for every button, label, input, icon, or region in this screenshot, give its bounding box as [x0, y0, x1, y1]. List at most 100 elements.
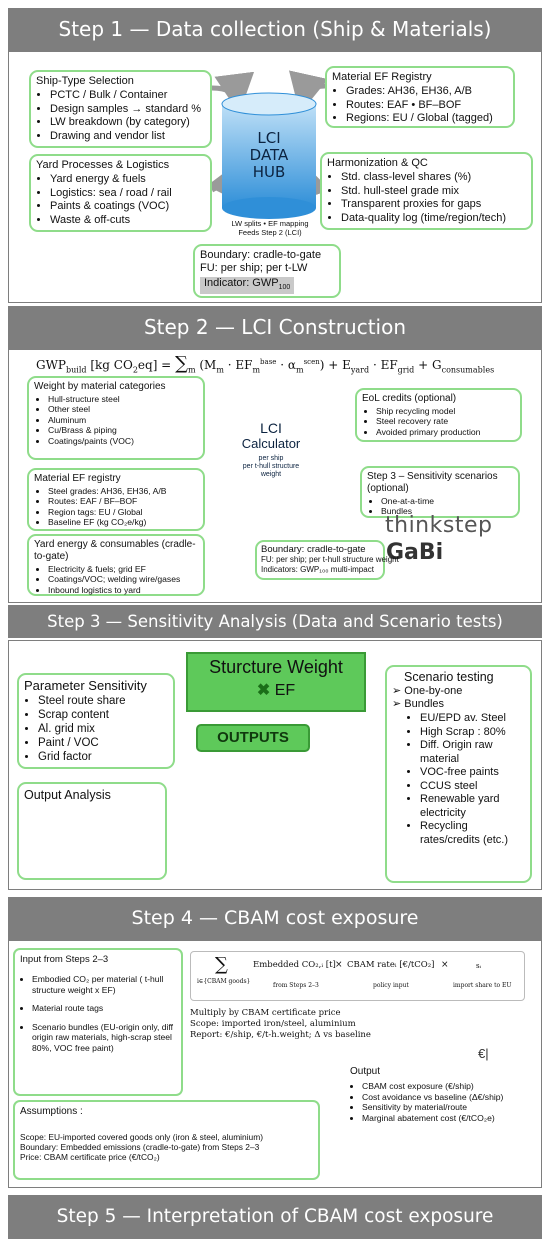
assumptions-line: Boundary: Embedded emissions (cradle-to-…: [20, 1142, 260, 1153]
hub-line3: HUB: [252, 163, 286, 181]
input-title: Input from Steps 2–3: [20, 954, 109, 965]
yard-processes-item: Paints & coatings (VOC): [50, 200, 205, 214]
formula-rest2: · EF: [372, 358, 398, 372]
output-title: Output: [350, 1066, 381, 1077]
yard2-item: Electricity & fuels; grid EF: [48, 564, 198, 574]
formula-rest-sub: yard: [350, 365, 370, 375]
cbam-term1: Embedded CO₂,ᵢ [t]: [253, 960, 336, 970]
scenario-item: Diff. Origin raw material: [420, 739, 525, 766]
formula-lhs-sub: build: [66, 365, 87, 375]
step4-header: Step 4 — CBAM cost exposure: [8, 897, 542, 940]
assumptions-title: Assumptions :: [20, 1106, 83, 1117]
yard2-item: Inbound logistics to yard: [48, 585, 198, 595]
cbam-sum-icon: ∑: [215, 954, 228, 975]
cbam-term1-sub: from Steps 2–3: [273, 982, 319, 989]
formula-term: M: [204, 358, 217, 372]
ef2-item: Baseline EF (kg CO₂e/kg): [48, 517, 198, 527]
cbam-term2: CBAM rateᵢ [€/tCO₂]: [347, 960, 435, 970]
lci-calculator: LCI Calculator per ship per t-hull struc…: [232, 420, 310, 479]
ef-registry-item: Grades: AH36, EH36, A/B: [346, 85, 508, 99]
output-item: Sensitivity by material/route: [362, 1102, 510, 1113]
harmonization-item: Data-quality log (time/region/tech): [341, 212, 526, 226]
output-section: Output CBAM cost exposure (€/ship) Cost …: [350, 1065, 510, 1123]
output-item: CBAM cost exposure (€/ship): [362, 1081, 510, 1092]
formula-alpha-sup: scen: [303, 358, 320, 366]
scenario-item: Renewable yard electricity: [420, 793, 525, 820]
weight-title: Weight by material categories: [34, 381, 166, 392]
ship-type-title: Ship-Type Selection: [36, 75, 134, 87]
struct-line2-wrap: ✖ EF: [188, 680, 364, 702]
formula-units-sub: 2: [132, 365, 138, 375]
param-item: Grid factor: [38, 750, 168, 764]
calc-sub3: weight: [260, 471, 282, 478]
ship-type-item: PCTC / Bulk / Container: [50, 89, 205, 103]
formula-sum-sub: m: [187, 365, 196, 375]
s2-boundary-line3: Indicators: GWP₁₀₀ multi-impact: [261, 564, 374, 574]
assumptions-line: Price: CBAM certificate price (€/tCO₂): [20, 1152, 160, 1163]
s2-boundary-line1: Boundary: cradle-to-gate: [261, 544, 366, 555]
ef-registry-item: Regions: EU / Global (tagged): [346, 112, 508, 126]
ef2-item: Region tags: EU / Global: [48, 507, 198, 517]
ship-type-item: LW breakdown (by category): [50, 116, 205, 130]
sens-title: Step 3 – Sensitivity scenarios (optional…: [367, 471, 498, 494]
ef-registry-item: Routes: EAF • BF–BOF: [346, 99, 508, 113]
ship-type-item: Drawing and vendor list: [50, 130, 205, 144]
weight-item: Other steel: [48, 404, 198, 414]
material-ef-registry-box-2: Material EF registry Steel grades: AH36,…: [27, 468, 205, 531]
eol-title: EoL credits (optional): [362, 393, 457, 404]
scale-icon: €|: [478, 1046, 489, 1061]
struct-line1: Sturcture Weight: [209, 657, 343, 677]
calc-line2: Calculator: [241, 436, 301, 451]
calc-sub1: per ship: [258, 455, 284, 462]
formula-lhs: GWP: [36, 358, 66, 372]
yard-energy-box: Yard energy & consumables (cradle-to-gat…: [27, 534, 205, 596]
weight-item: Coatings/paints (VOC): [48, 436, 198, 446]
scenario-item: VOC-free paints: [420, 766, 525, 780]
fu-line: FU: per ship; per t-LW: [200, 262, 308, 274]
ef2-item: Routes: EAF / BF–BOF: [48, 496, 198, 506]
formula-rest3-sub: consumables: [441, 365, 495, 375]
cbam-times-2: ×: [441, 960, 449, 970]
scenario-item: EU/EPD av. Steel: [420, 712, 525, 726]
indicator-sub: 100: [278, 284, 291, 292]
harmonization-title: Harmonization & QC: [327, 157, 428, 169]
multiply-line3: Report: €/ship, €/t-h.weight; Δ vs basel…: [190, 1030, 371, 1040]
param-item: Paint / VOC: [38, 736, 168, 750]
cbam-sum-sub: i∈{CBAM goods}: [197, 978, 251, 985]
material-ef-registry-box: Material EF Registry Grades: AH36, EH36,…: [325, 66, 515, 128]
calc-line1: LCI: [260, 420, 282, 436]
scenario-title: Scenario testing: [404, 670, 494, 684]
input-item: Embodied CO₂ per material ( t-hull struc…: [32, 974, 176, 995]
scenario-item: High Scrap : 80%: [420, 726, 525, 740]
cbam-term2-sub: policy input: [373, 982, 409, 989]
step1-boundary-box: Boundary: cradle-to-gate FU: per ship; p…: [193, 244, 341, 298]
cbam-term3-sub: import share to EU: [453, 982, 512, 989]
hub-note1: LW splits • EF mapping: [231, 219, 309, 228]
step1-header: Step 1 — Data collection (Ship & Materia…: [8, 8, 542, 51]
harmonization-item: Transparent proxies for gaps: [341, 198, 526, 212]
step2-boundary-box: Boundary: cradle-to-gate FU: per ship; p…: [255, 540, 399, 580]
calc-sub2: per t-hull structure: [242, 463, 300, 470]
scenario-item: Recycling rates/credits (etc.): [420, 820, 525, 847]
hub-note2: Feeds Step 2 (LCI): [238, 228, 302, 237]
formula-rest2-sub: grid: [397, 365, 415, 375]
scenario-testing-box: Scenario testing ➢ One-by-one ➢ Bundles …: [385, 665, 532, 883]
scenario-top-text: One-by-one: [404, 685, 463, 697]
formula-alpha-sub: m: [295, 365, 304, 375]
formula-term-sub: m: [216, 365, 224, 375]
weight-item: Aluminum: [48, 415, 198, 425]
indicator-text: Indicator: GWP: [204, 277, 279, 289]
thinkstep-logo: thinkstep: [385, 513, 493, 538]
eol-item: Avoided primary production: [376, 427, 515, 437]
scenario-item: CCUS steel: [420, 780, 525, 794]
lci-data-hub: LCI DATA HUB: [222, 130, 316, 181]
multiply-icon: ✖: [256, 682, 275, 699]
ef-registry-title: Material EF Registry: [332, 71, 432, 83]
cbam-term3: sᵢ: [476, 962, 482, 970]
outputs-box: OUTPUTS: [196, 724, 310, 752]
input-item: Scenario bundles (EU-origin only, diff o…: [32, 1022, 176, 1054]
scenario-top-2: ➢ Bundles: [392, 698, 445, 710]
structure-weight-ef-box: Sturcture Weight ✖ EF: [186, 652, 366, 712]
eol-credits-box: EoL credits (optional) Ship recycling mo…: [355, 388, 522, 442]
formula-ef-sup: base: [260, 358, 277, 366]
